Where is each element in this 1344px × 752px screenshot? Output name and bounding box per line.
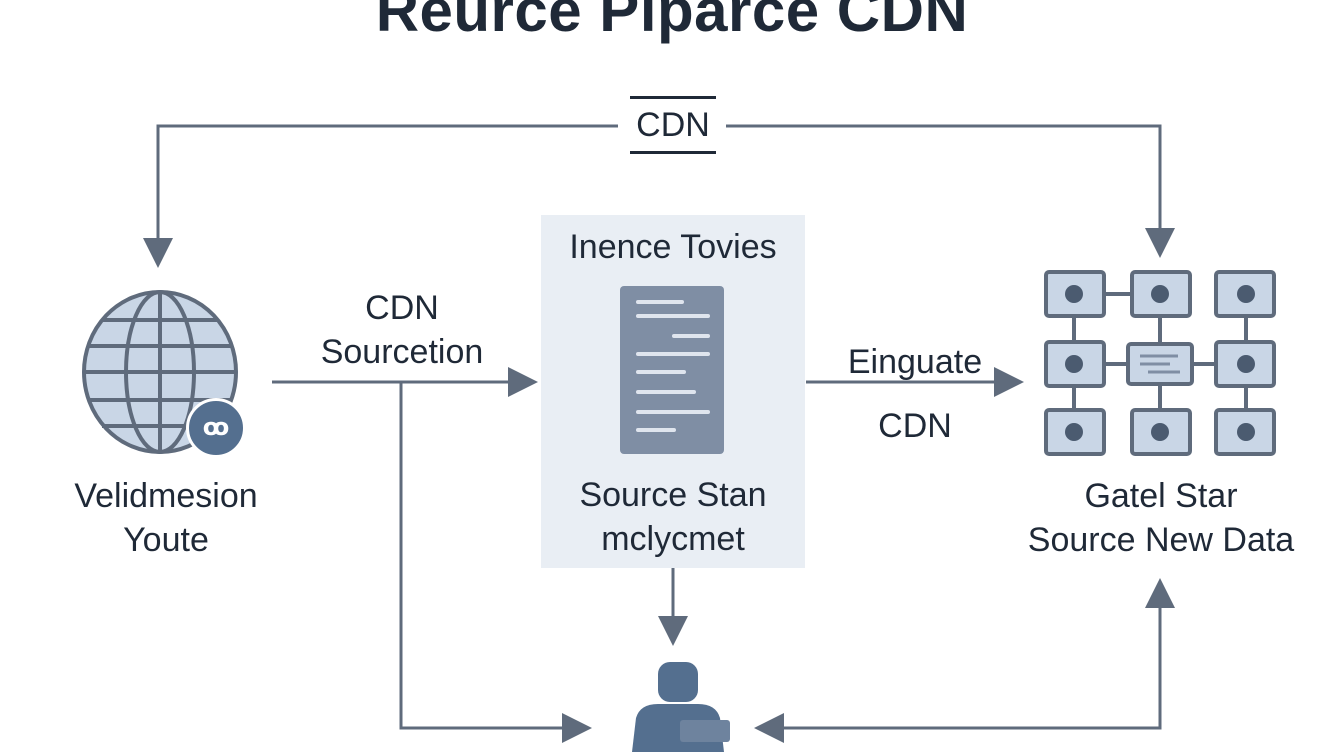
right-edge-label: Einguate CDN bbox=[820, 330, 1010, 458]
top-left-connector bbox=[143, 124, 618, 268]
center-node-header: Inence Tovies bbox=[569, 228, 777, 266]
left-edge-line1: CDN bbox=[365, 289, 439, 327]
bottom-to-right-connector bbox=[760, 578, 1175, 730]
left-edge-label: CDN Sourcetion bbox=[300, 286, 504, 374]
center-node-line2: mclycmet bbox=[601, 520, 745, 558]
left-edge-line2: Sourcetion bbox=[320, 333, 484, 371]
right-edge-line2: CDN bbox=[878, 407, 952, 445]
user-badge-icon: ꝏ bbox=[186, 398, 246, 458]
diagram-title: Reurce Piparce CDN bbox=[375, 0, 969, 44]
document-icon bbox=[620, 286, 724, 454]
left-node-line2: Youte bbox=[123, 521, 209, 559]
top-connector-label: CDN bbox=[630, 96, 716, 154]
person-at-desk-icon bbox=[632, 662, 730, 752]
right-node-line2: Source New Data bbox=[1027, 521, 1295, 559]
right-edge-line1: Einguate bbox=[847, 343, 983, 381]
left-node-label: Velidmesion Youte bbox=[50, 474, 282, 562]
left-node-line1: Velidmesion bbox=[74, 477, 258, 515]
center-node-label: Source Stan mclycmet bbox=[541, 473, 805, 561]
right-node-label: Gatel Star Source New Data bbox=[1000, 474, 1322, 562]
left-to-bottom-connector bbox=[399, 382, 592, 743]
top-right-connector bbox=[726, 124, 1175, 258]
right-node-line1: Gatel Star bbox=[1084, 477, 1238, 515]
center-node-line1: Source Stan bbox=[579, 476, 767, 514]
network-grid-icon bbox=[1044, 270, 1276, 456]
